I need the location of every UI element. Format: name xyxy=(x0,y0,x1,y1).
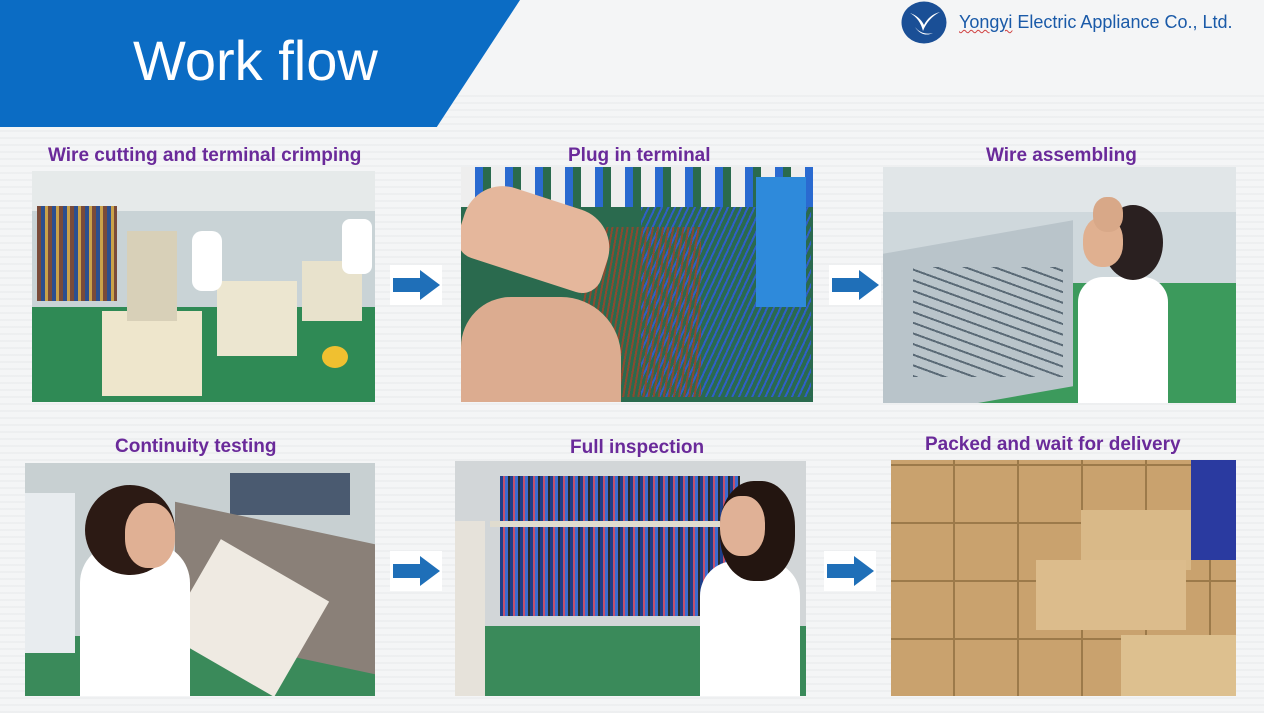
arrow-right-icon xyxy=(390,265,442,305)
wire-assembling-photo xyxy=(883,167,1236,403)
caption-continuity-testing: Continuity testing xyxy=(115,436,277,457)
arrow-right-icon xyxy=(824,551,876,591)
arrow-right-icon xyxy=(829,265,881,305)
company-name-rest: Electric Appliance Co., Ltd. xyxy=(1012,12,1233,32)
company-logo-icon xyxy=(901,1,947,44)
wire-cutting-photo xyxy=(32,171,375,402)
title-banner xyxy=(0,0,520,127)
caption-packed: Packed and wait for delivery xyxy=(925,434,1181,455)
arrow-right-icon xyxy=(390,551,442,591)
packed-photo xyxy=(891,460,1236,696)
plug-in-terminal-photo xyxy=(461,167,813,402)
full-inspection-photo xyxy=(455,461,806,696)
company-name-first: Yongyi xyxy=(959,12,1013,32)
caption-wire-assembling: Wire assembling xyxy=(986,145,1137,166)
caption-full-inspection: Full inspection xyxy=(570,437,705,458)
caption-plug-in-terminal: Plug in terminal xyxy=(568,145,711,166)
caption-wire-cutting: Wire cutting and terminal crimping xyxy=(48,145,362,166)
page-title: Work flow xyxy=(133,29,378,92)
company-name: Yongyi Electric Appliance Co., Ltd. xyxy=(959,12,1233,33)
continuity-testing-photo xyxy=(25,463,375,696)
